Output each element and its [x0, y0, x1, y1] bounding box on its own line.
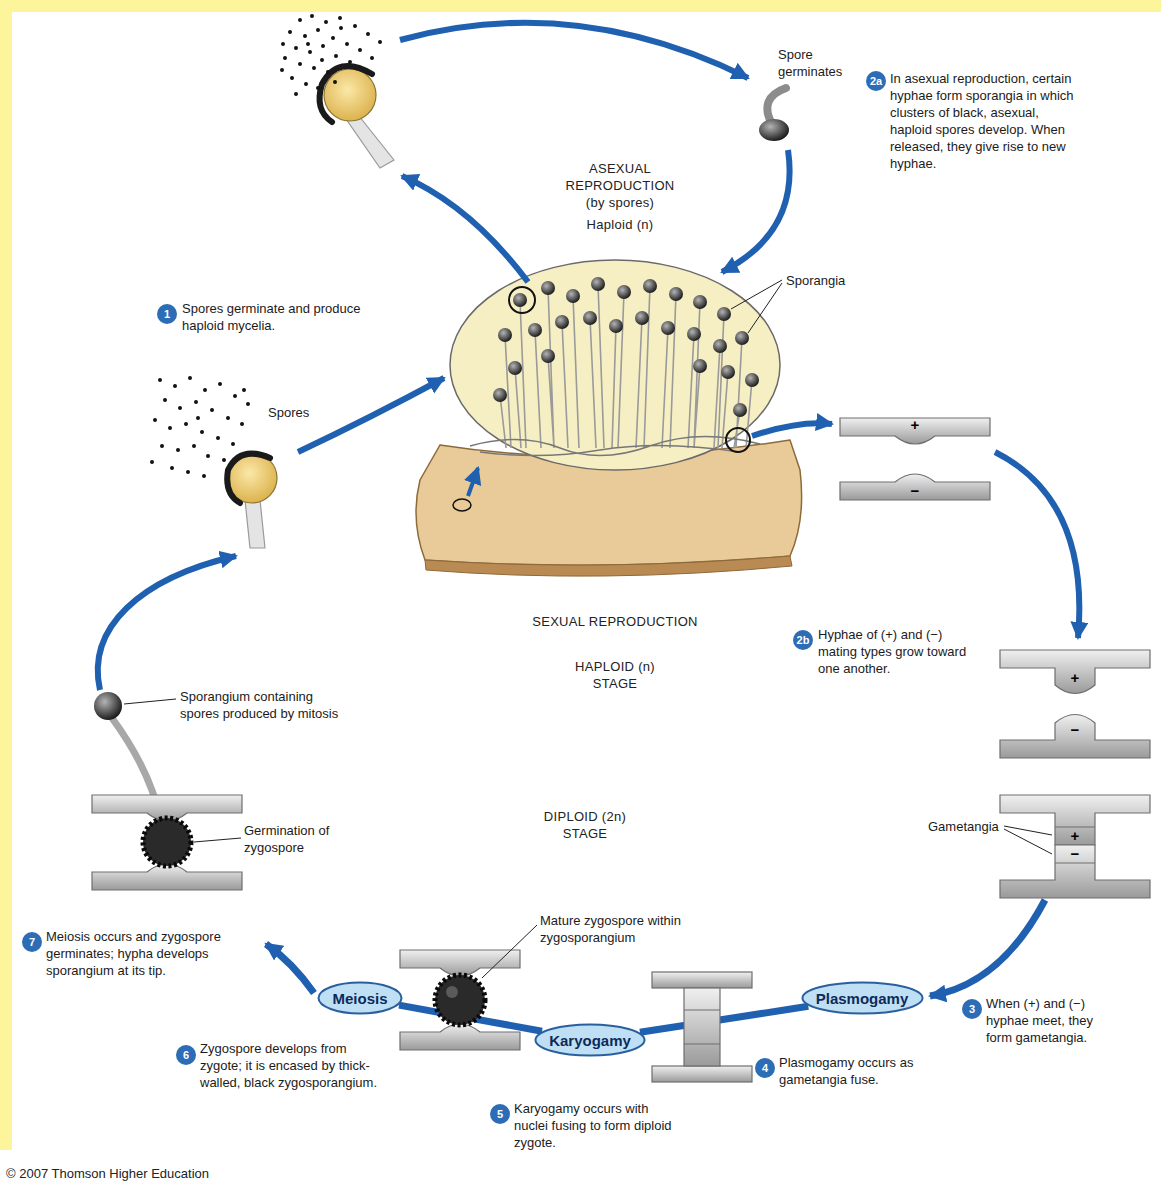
label-holder: Sporangium containing spores produced by…	[180, 688, 350, 722]
hyphae-growing-together	[1000, 650, 1150, 758]
region-text-holder: SEXUAL REPRODUCTION	[520, 613, 710, 630]
mating-sign: −	[1065, 846, 1085, 862]
stage-heading: HAPLOID (n) STAGE	[567, 658, 663, 692]
step-caption: Plasmogamy occurs as gametangia fuse.	[779, 1054, 924, 1088]
fused-gametangia	[652, 972, 752, 1082]
part-label: Gametangia	[928, 818, 1003, 835]
process-name: Meiosis	[332, 990, 387, 1007]
part-label: Mature zygospore within zygosporangium	[540, 912, 705, 946]
stage-heading: ASEXUAL REPRODUCTION (by spores)	[560, 160, 680, 211]
label-holder: +	[1065, 670, 1085, 686]
callout-number: 6	[176, 1045, 196, 1065]
mating-sign: +	[905, 417, 925, 433]
mating-sign: +	[1065, 670, 1085, 686]
label-holder: Spores germinate and produce haploid myc…	[182, 300, 382, 334]
stage-heading: SEXUAL REPRODUCTION	[520, 613, 710, 630]
label-holder: Meiosis occurs and zygospore germinates;…	[46, 928, 221, 979]
label-holder: −	[1065, 846, 1085, 862]
label-holder: Spores	[268, 404, 328, 421]
part-label: Sporangium containing spores produced by…	[180, 688, 350, 722]
region-text-holder: Haploid (n)	[570, 216, 670, 233]
label-holder: 7	[22, 932, 42, 952]
label-holder: +	[1065, 828, 1085, 844]
label-holder: 6	[176, 1045, 196, 1065]
callout-number: 3	[962, 999, 982, 1019]
callout-number: 1	[157, 304, 177, 324]
germinating-spore	[759, 88, 789, 141]
step-caption: In asexual reproduction, certain hyphae …	[890, 70, 1075, 172]
label-holder: 4	[755, 1058, 775, 1078]
mating-sign: −	[1065, 722, 1085, 738]
label-holder: Sporangia	[786, 272, 856, 289]
label-holder: 2b	[793, 630, 813, 650]
copyright-note: © 2007 Thomson Higher Education	[6, 1165, 306, 1182]
callout-number: 2b	[793, 630, 813, 650]
step-caption: Karyogamy occurs with nuclei fusing to f…	[514, 1100, 674, 1151]
step-caption: Meiosis occurs and zygospore germinates;…	[46, 928, 221, 979]
label-holder: Zygospore develops from zygote; it is en…	[200, 1040, 385, 1091]
process-name: Plasmogamy	[816, 990, 909, 1007]
stage-heading: DIPLOID (2n) STAGE	[533, 808, 637, 842]
step-caption: When (+) and (−) hyphae meet, they form …	[986, 995, 1111, 1046]
asexual-sporangium-burst	[282, 16, 394, 168]
mating-sign: −	[905, 483, 925, 499]
label-holder: When (+) and (−) hyphae meet, they form …	[986, 995, 1111, 1046]
hyphae-approaching	[840, 418, 990, 500]
part-label: Spore germinates	[778, 46, 860, 80]
label-holder: 5	[490, 1104, 510, 1124]
callout-number: 7	[22, 932, 42, 952]
germinating-zygospore	[92, 692, 242, 890]
part-label: Sporangia	[786, 272, 856, 289]
step-caption: Zygospore develops from zygote; it is en…	[200, 1040, 385, 1091]
cycle-connector	[640, 1006, 808, 1032]
label-holder: 2a	[866, 71, 886, 91]
process-oval: Plasmogamy	[801, 981, 924, 1015]
label-holder: Hyphae of (+) and (−) mating types grow …	[818, 626, 978, 677]
label-holder: +	[905, 417, 925, 433]
label-holder: In asexual reproduction, certain hyphae …	[890, 70, 1075, 172]
mold-colony	[450, 260, 780, 470]
label-holder: Spore germinates	[778, 46, 860, 80]
part-label: Germination of zygospore	[244, 822, 364, 856]
leader-lines	[124, 280, 1052, 978]
label-holder: Mature zygospore within zygosporangium	[540, 912, 705, 946]
part-label: Spores	[268, 404, 328, 421]
label-holder: © 2007 Thomson Higher Education	[6, 1165, 306, 1182]
process-oval: Karyogamy	[534, 1023, 646, 1057]
region-text-holder: HAPLOID (n) STAGE	[567, 658, 663, 692]
region-text-holder: DIPLOID (2n) STAGE	[533, 808, 637, 842]
region-text-holder: ASEXUAL REPRODUCTION (by spores)	[560, 160, 680, 211]
step-caption: Hyphae of (+) and (−) mating types grow …	[818, 626, 978, 677]
sexual-sporangium-burst	[152, 378, 277, 548]
process-name: Karyogamy	[549, 1032, 631, 1049]
label-holder: −	[1065, 722, 1085, 738]
stage-heading: Haploid (n)	[570, 216, 670, 233]
callout-number: 5	[490, 1104, 510, 1124]
step-caption: Spores germinate and produce haploid myc…	[182, 300, 382, 334]
gametangia-pair	[1000, 795, 1150, 898]
cycle-arrows	[98, 23, 1080, 996]
mature-zygospore	[400, 950, 520, 1050]
process-oval: Meiosis	[317, 981, 403, 1015]
mating-sign: +	[1065, 828, 1085, 844]
callout-number: 2a	[866, 71, 886, 91]
label-holder: 3	[962, 999, 982, 1019]
label-holder: Germination of zygospore	[244, 822, 364, 856]
callout-number: 4	[755, 1058, 775, 1078]
label-holder: 1	[157, 304, 177, 324]
label-holder: −	[905, 483, 925, 499]
label-holder: Karyogamy occurs with nuclei fusing to f…	[514, 1100, 674, 1151]
label-holder: Gametangia	[928, 818, 1003, 835]
label-holder: Plasmogamy occurs as gametangia fuse.	[779, 1054, 924, 1088]
slide-border	[0, 0, 1161, 1150]
